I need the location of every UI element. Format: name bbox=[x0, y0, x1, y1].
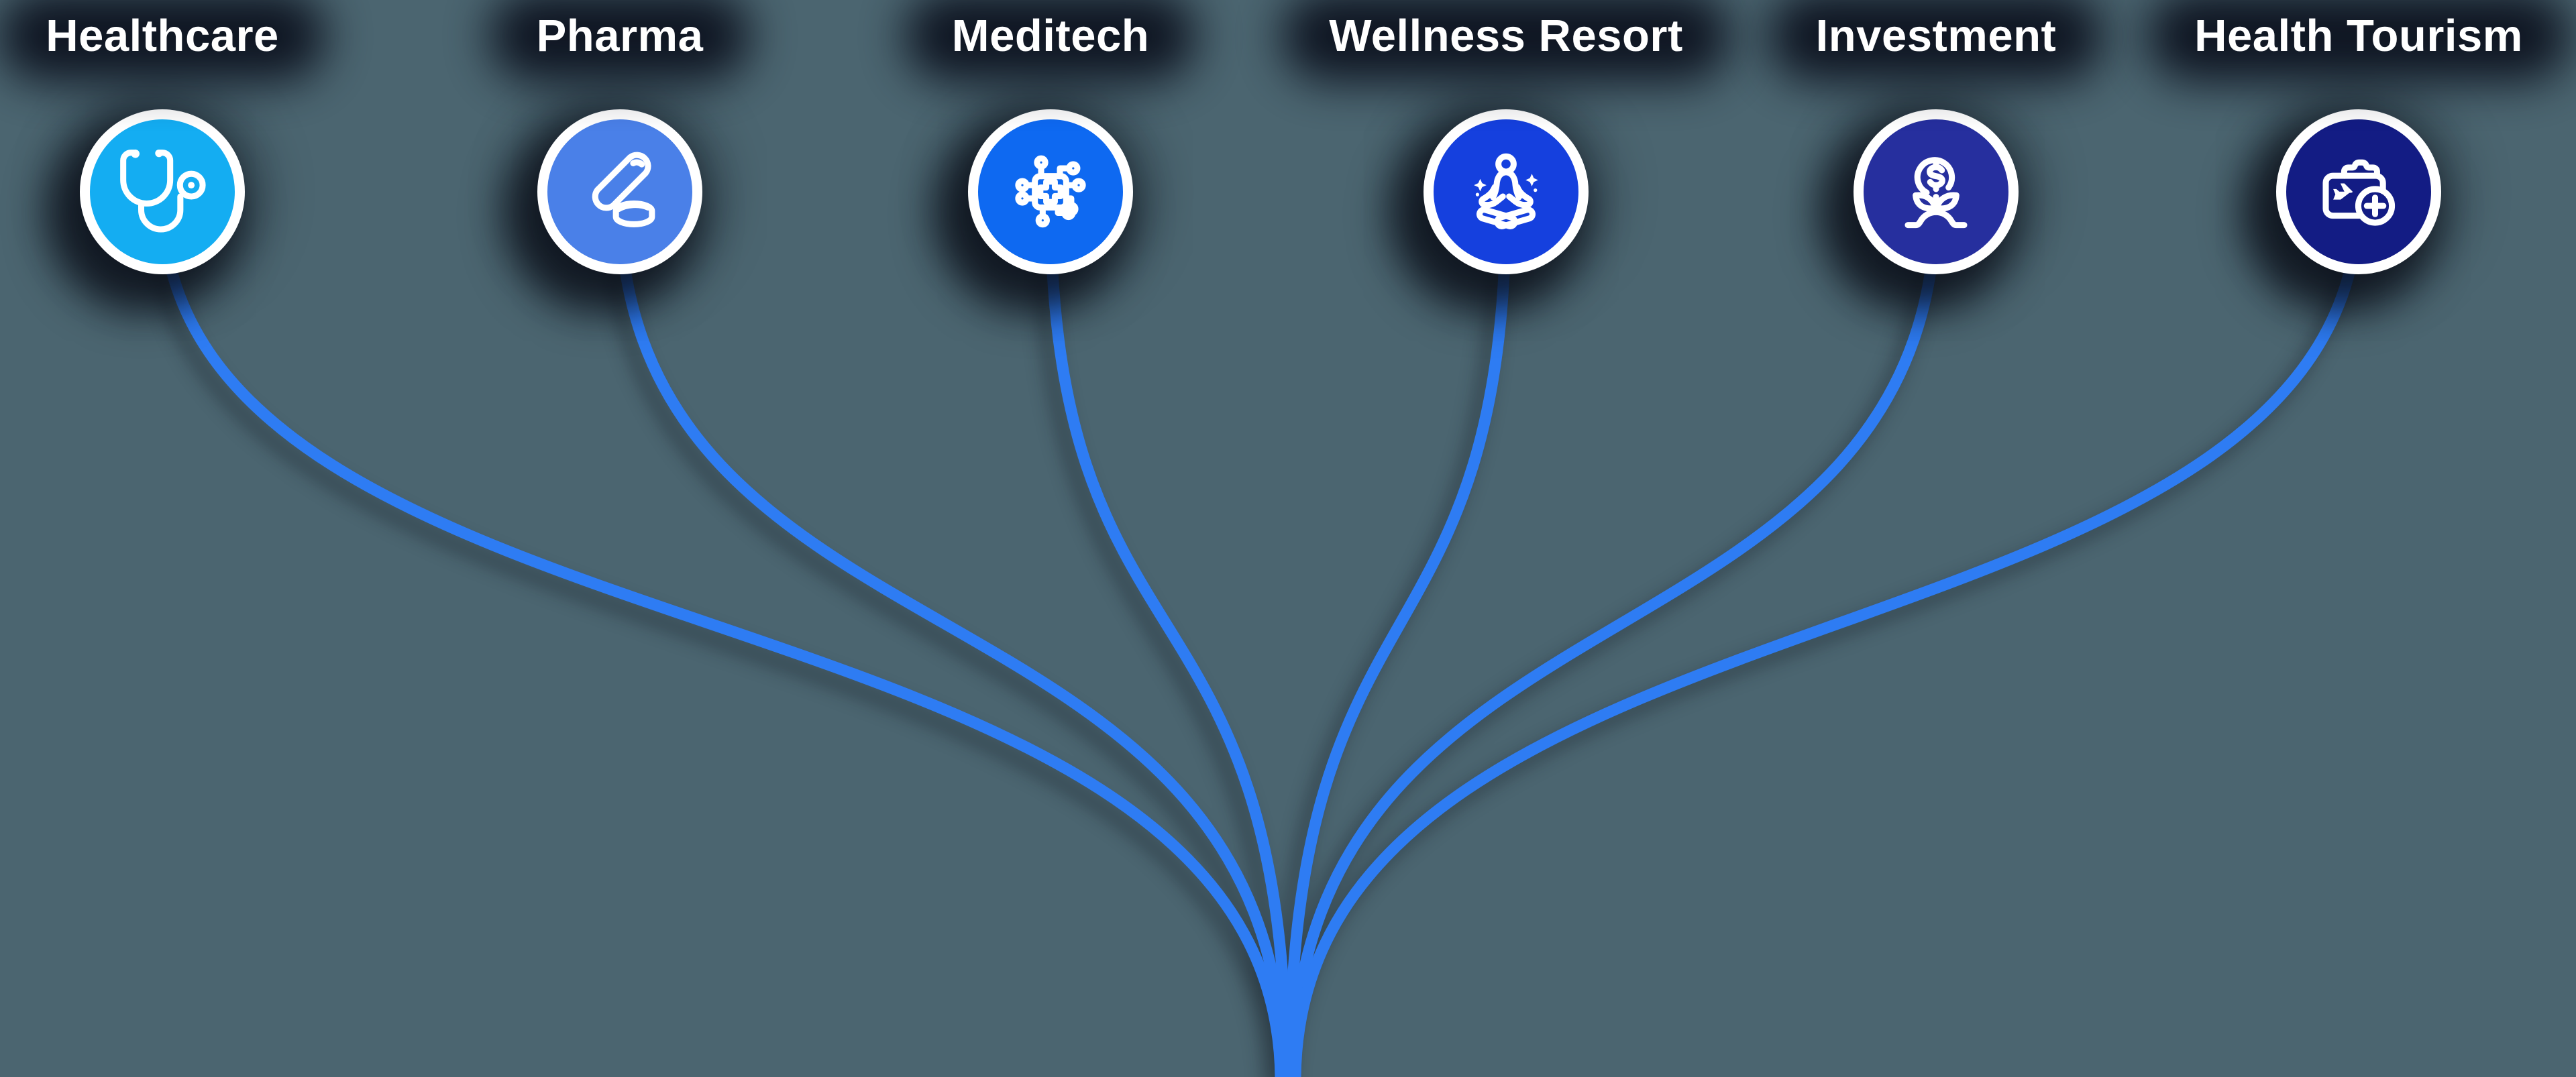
node-label: Wellness Resort bbox=[1329, 11, 1683, 61]
node-circle bbox=[1854, 109, 2019, 274]
meditation-icon bbox=[1474, 153, 1538, 229]
medical-travel-icon bbox=[2322, 159, 2396, 226]
node-label: Health Tourism bbox=[2194, 11, 2523, 61]
node-label: Investment bbox=[1815, 11, 2057, 61]
connector-line bbox=[156, 192, 1287, 1077]
medical-chip-icon bbox=[1015, 155, 1086, 228]
pills-icon bbox=[592, 152, 655, 227]
node-label: Pharma bbox=[536, 11, 704, 61]
money-growth-icon bbox=[1904, 157, 1968, 229]
node-circle bbox=[1424, 109, 1589, 274]
node-label: Healthcare bbox=[46, 11, 279, 61]
connector-line bbox=[1044, 192, 1292, 1077]
node-label: Meditech bbox=[951, 11, 1150, 61]
node-circle bbox=[2276, 109, 2441, 274]
connector-line bbox=[1284, 192, 1512, 1077]
node-circle bbox=[968, 109, 1133, 274]
connector-line bbox=[1289, 192, 2365, 1077]
stethoscope-icon bbox=[120, 150, 206, 233]
connector-line bbox=[614, 192, 1289, 1077]
connector-line bbox=[1287, 192, 1942, 1077]
node-circle bbox=[80, 109, 245, 274]
node-circle bbox=[537, 109, 702, 274]
